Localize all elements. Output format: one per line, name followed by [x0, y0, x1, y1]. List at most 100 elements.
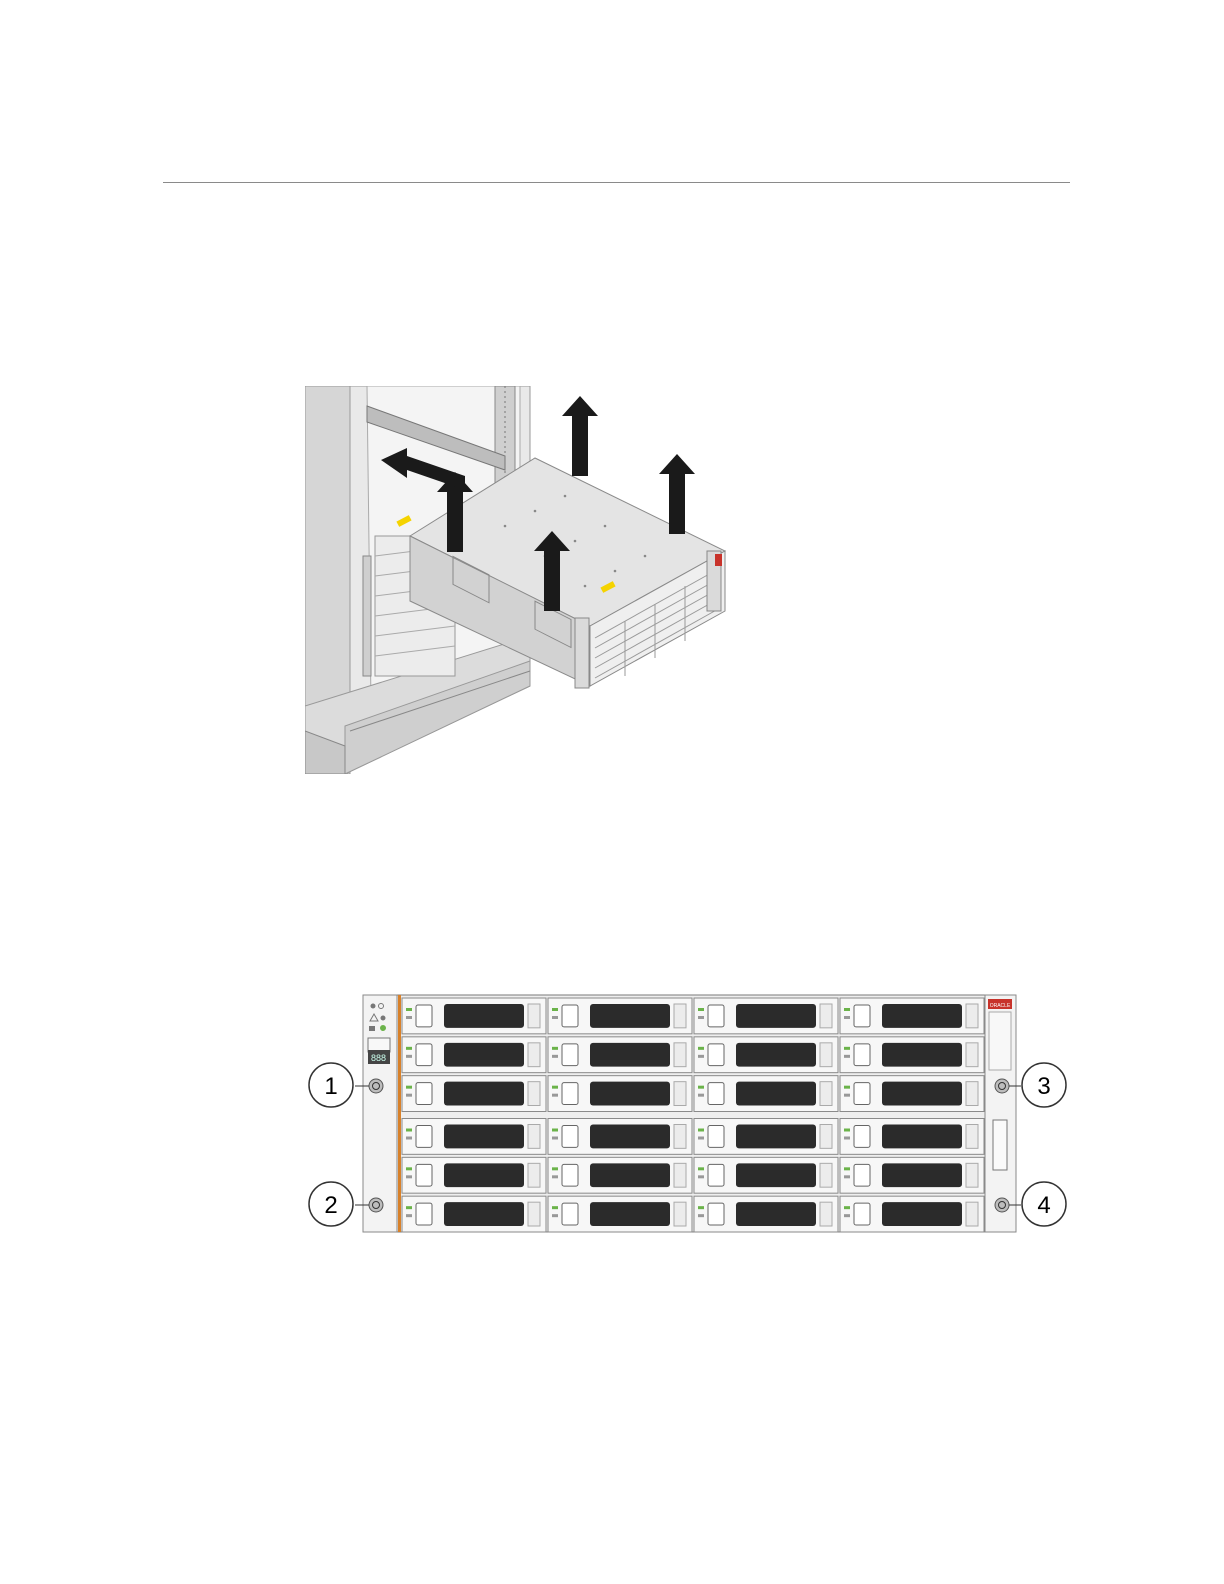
drive-led [552, 1016, 558, 1019]
rack-cabinet-icon [305, 386, 730, 774]
drive-bay[interactable] [402, 1196, 546, 1232]
drive-label [528, 1163, 540, 1187]
drive-label [966, 1163, 978, 1187]
drive-latch[interactable] [562, 1083, 578, 1105]
drive-grille [590, 1202, 670, 1226]
drive-latch[interactable] [708, 1126, 724, 1148]
drive-latch[interactable] [708, 1203, 724, 1225]
drive-led [552, 1094, 558, 1097]
drive-grille [590, 1163, 670, 1187]
drive-grille [736, 1043, 816, 1067]
drive-grille [590, 1004, 670, 1028]
drive-grille [736, 1082, 816, 1106]
drive-latch[interactable] [416, 1203, 432, 1225]
drive-bay[interactable] [402, 1037, 546, 1073]
drive-label [674, 1004, 686, 1028]
drive-bay[interactable] [840, 1157, 984, 1193]
drive-latch[interactable] [416, 1164, 432, 1186]
drive-bay[interactable] [402, 998, 546, 1034]
drive-led [844, 1175, 850, 1178]
drive-latch[interactable] [854, 1083, 870, 1105]
drive-grille [736, 1125, 816, 1149]
drive-led [406, 1086, 412, 1089]
drive-grille [444, 1202, 524, 1226]
drive-bay[interactable] [402, 1157, 546, 1193]
drive-bay[interactable] [840, 1076, 984, 1112]
drive-led [698, 1094, 704, 1097]
drive-led [698, 1055, 704, 1058]
drive-bay[interactable] [694, 1157, 838, 1193]
drive-led [552, 1086, 558, 1089]
drive-bay[interactable] [840, 998, 984, 1034]
drive-latch[interactable] [562, 1126, 578, 1148]
drive-led [552, 1206, 558, 1209]
drive-grille [444, 1163, 524, 1187]
drive-label [966, 1125, 978, 1149]
drive-label [528, 1202, 540, 1226]
drive-led [844, 1094, 850, 1097]
drive-bay[interactable] [548, 1037, 692, 1073]
drive-latch[interactable] [854, 1044, 870, 1066]
callout-4: 4 [1009, 1182, 1066, 1226]
drive-latch[interactable] [416, 1005, 432, 1027]
drive-bay[interactable] [548, 1196, 692, 1232]
drive-bay[interactable] [402, 1119, 546, 1155]
drive-latch[interactable] [854, 1203, 870, 1225]
drive-grille [882, 1004, 962, 1028]
drive-latch[interactable] [562, 1044, 578, 1066]
drive-bay[interactable] [548, 1076, 692, 1112]
drive-latch[interactable] [416, 1126, 432, 1148]
drive-led [698, 1137, 704, 1140]
drive-latch[interactable] [562, 1203, 578, 1225]
drive-led [552, 1167, 558, 1170]
drive-latch[interactable] [416, 1083, 432, 1105]
drive-bay[interactable] [402, 1076, 546, 1112]
drive-grille [882, 1125, 962, 1149]
drive-bay[interactable] [694, 998, 838, 1034]
drive-bay[interactable] [694, 1076, 838, 1112]
drive-led [698, 1206, 704, 1209]
drive-bay[interactable] [548, 1119, 692, 1155]
drive-latch[interactable] [854, 1164, 870, 1186]
drive-latch[interactable] [854, 1126, 870, 1148]
drive-latch[interactable] [708, 1044, 724, 1066]
drive-bay[interactable] [548, 998, 692, 1034]
drive-latch[interactable] [562, 1164, 578, 1186]
drive-grille [444, 1082, 524, 1106]
drive-led [844, 1055, 850, 1058]
drive-grille [736, 1202, 816, 1226]
drive-led [844, 1206, 850, 1209]
drive-label [820, 1125, 832, 1149]
drive-led [844, 1016, 850, 1019]
drive-bay[interactable] [840, 1119, 984, 1155]
drive-led [406, 1016, 412, 1019]
drive-bay[interactable] [840, 1037, 984, 1073]
drive-led [406, 1175, 412, 1178]
drive-led [552, 1129, 558, 1132]
drive-latch[interactable] [708, 1083, 724, 1105]
drive-latch[interactable] [854, 1005, 870, 1027]
drive-bay[interactable] [548, 1157, 692, 1193]
drive-bay[interactable] [694, 1196, 838, 1232]
drive-led [844, 1047, 850, 1050]
drive-bay[interactable] [694, 1119, 838, 1155]
drive-led [552, 1047, 558, 1050]
drive-latch[interactable] [708, 1164, 724, 1186]
header-rule [163, 182, 1070, 183]
drive-latch[interactable] [562, 1005, 578, 1027]
callout-1: 1 [309, 1063, 369, 1107]
drive-grille [590, 1043, 670, 1067]
drive-bay[interactable] [694, 1037, 838, 1073]
drive-label [966, 1004, 978, 1028]
callout-3: 3 [1009, 1063, 1066, 1107]
drive-label [674, 1043, 686, 1067]
drive-led [844, 1129, 850, 1132]
drive-grille [444, 1043, 524, 1067]
drive-led [844, 1137, 850, 1140]
drive-grille [882, 1082, 962, 1106]
drive-latch[interactable] [416, 1044, 432, 1066]
drive-bay[interactable] [840, 1196, 984, 1232]
drive-grille [590, 1125, 670, 1149]
drive-label [966, 1043, 978, 1067]
drive-latch[interactable] [708, 1005, 724, 1027]
